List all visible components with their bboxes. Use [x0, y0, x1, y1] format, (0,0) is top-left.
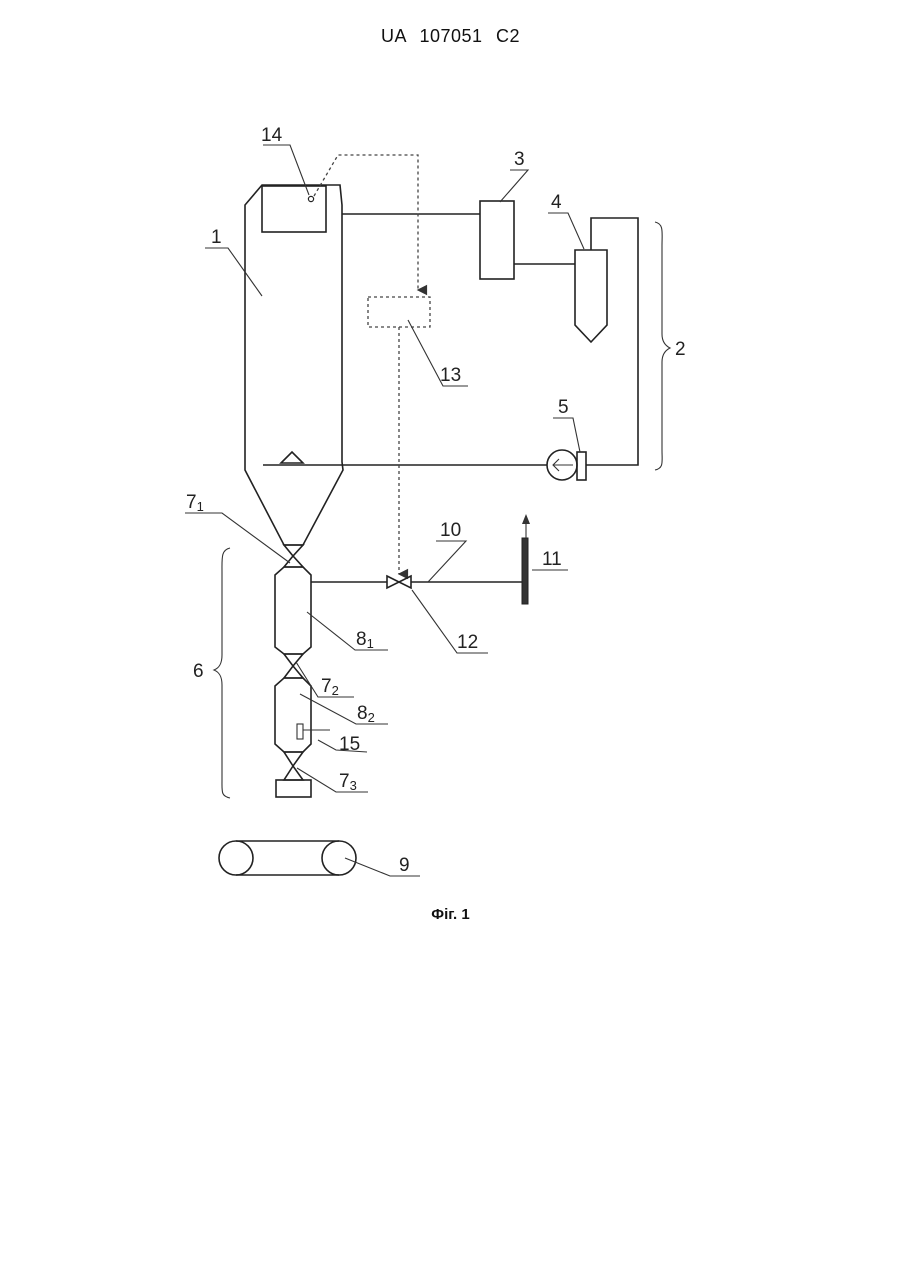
- label-7-3: 73: [339, 771, 357, 793]
- blower-5-body: [577, 452, 586, 480]
- label-14: 14: [261, 125, 283, 146]
- controller-13: [368, 297, 430, 327]
- unit-14-box: [262, 186, 326, 232]
- exhaust-arrow-head: [522, 514, 530, 524]
- leader-5: [553, 418, 580, 452]
- leader-7-1: [185, 513, 290, 563]
- sensor-15: [297, 724, 303, 739]
- label-15: 15: [339, 734, 360, 755]
- valve-12: [387, 576, 411, 588]
- pipe-4-return: [586, 218, 638, 465]
- chamber-8-2: [275, 678, 311, 752]
- brace-6: [214, 548, 230, 798]
- label-5: 5: [558, 397, 569, 418]
- label-8-2: 82: [357, 703, 375, 725]
- chamber-8-1: [275, 567, 311, 654]
- label-8-1: 81: [356, 629, 374, 651]
- cyclone-3: [480, 201, 514, 279]
- label-10: 10: [440, 520, 461, 541]
- valve-7-2: [284, 654, 303, 678]
- separator-4: [575, 250, 607, 342]
- filter-11: [522, 538, 528, 604]
- conveyor-roller-right: [322, 841, 356, 875]
- sensor-14-dot: [308, 196, 313, 201]
- label-7-2: 72: [321, 676, 339, 698]
- label-7-1: 71: [186, 492, 204, 514]
- label-3: 3: [514, 149, 525, 170]
- label-12: 12: [457, 632, 478, 653]
- signal-line-14-to-13: [314, 155, 418, 290]
- conveyor-roller-left: [219, 841, 253, 875]
- main-vessel: [245, 185, 343, 545]
- leader-4: [548, 213, 584, 249]
- leader-8-1: [307, 612, 388, 650]
- blower-5-arrow: [553, 459, 573, 471]
- leader-14: [263, 145, 309, 195]
- gas-distributor: [281, 452, 303, 463]
- figure-caption: Фіг. 1: [0, 906, 901, 923]
- leader-1: [205, 248, 262, 296]
- valve-7-1: [284, 545, 303, 567]
- leader-3: [500, 170, 528, 202]
- brace-2: [655, 222, 670, 470]
- label-9: 9: [399, 855, 410, 876]
- valve-7-3: [284, 752, 303, 780]
- label-1: 1: [211, 227, 222, 248]
- label-13: 13: [440, 365, 461, 386]
- label-4: 4: [551, 192, 562, 213]
- label-6: 6: [193, 661, 204, 682]
- leader-10: [428, 541, 466, 582]
- label-11: 11: [542, 549, 562, 570]
- label-2: 2: [675, 339, 686, 360]
- discharge-box: [276, 780, 311, 797]
